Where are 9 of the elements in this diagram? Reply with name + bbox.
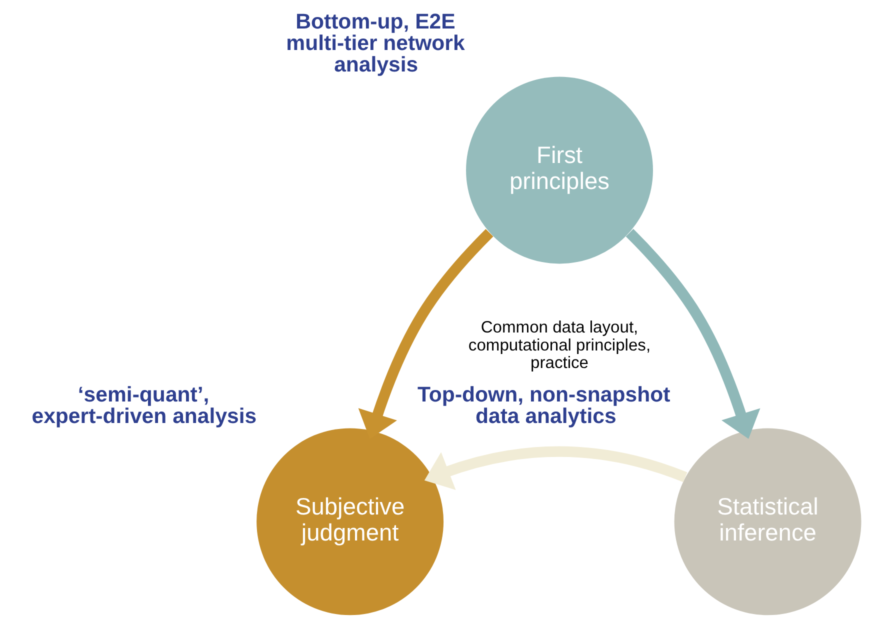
node-circle: Statistical inference: [674, 428, 862, 616]
node-circle: Subjective judgment: [256, 428, 444, 616]
node-circle: First principles: [466, 76, 653, 264]
node-label: Bottom-up, E2E multi-tier network analysis: [286, 10, 465, 76]
arrow: [424, 446, 688, 490]
arrow: [626, 228, 760, 439]
node-label: Top-down, non-snapshot data analytics: [418, 382, 670, 428]
label: Common data layout, computational principles, practice: [468, 318, 651, 372]
node-label: ‘semi-quant’, expert-driven analysis: [32, 382, 257, 428]
